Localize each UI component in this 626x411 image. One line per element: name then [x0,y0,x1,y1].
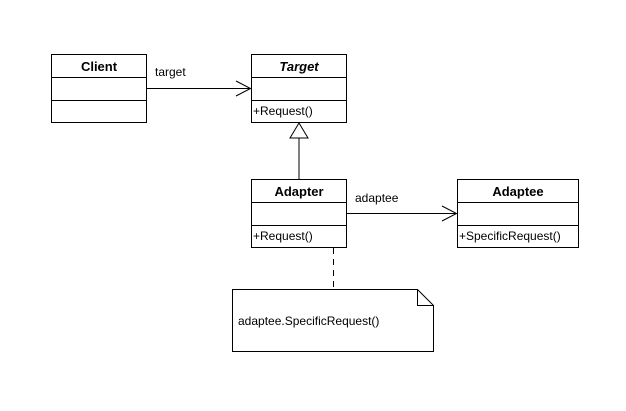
class-target[interactable]: Target +Request() [251,54,347,123]
association-adapter-adaptee[interactable]: adaptee [346,191,458,222]
association-client-target[interactable]: target [146,65,252,97]
open-arrowhead-icon [235,80,252,97]
generalization-adapter-target[interactable] [289,122,309,180]
class-adaptee-box [457,179,579,248]
class-adaptee-name: Adaptee [492,184,543,199]
note-text: adaptee.SpecificRequest() [238,314,379,328]
class-adaptee-operation: +SpecificRequest() [459,229,561,243]
association-client-target-role: target [155,65,186,79]
note-folded-corner-icon [417,289,434,306]
class-target-operation: +Request() [253,104,313,118]
association-adapter-adaptee-role: adaptee [355,191,399,205]
class-adapter-operation: +Request() [253,229,313,243]
class-adapter[interactable]: Adapter +Request() [251,179,347,248]
hollow-triangle-arrowhead-icon [289,122,309,139]
note-shape [232,289,434,352]
class-client-box [51,54,147,123]
note[interactable]: adaptee.SpecificRequest() [232,289,434,352]
class-client[interactable]: Client [51,54,147,123]
class-adaptee[interactable]: Adaptee +SpecificRequest() [457,179,579,248]
class-target-box [251,54,347,123]
open-arrowhead-icon [441,205,458,222]
class-adapter-name: Adapter [274,184,323,199]
class-client-name: Client [81,59,118,74]
class-target-name: Target [279,59,319,74]
class-adapter-box [251,179,347,248]
